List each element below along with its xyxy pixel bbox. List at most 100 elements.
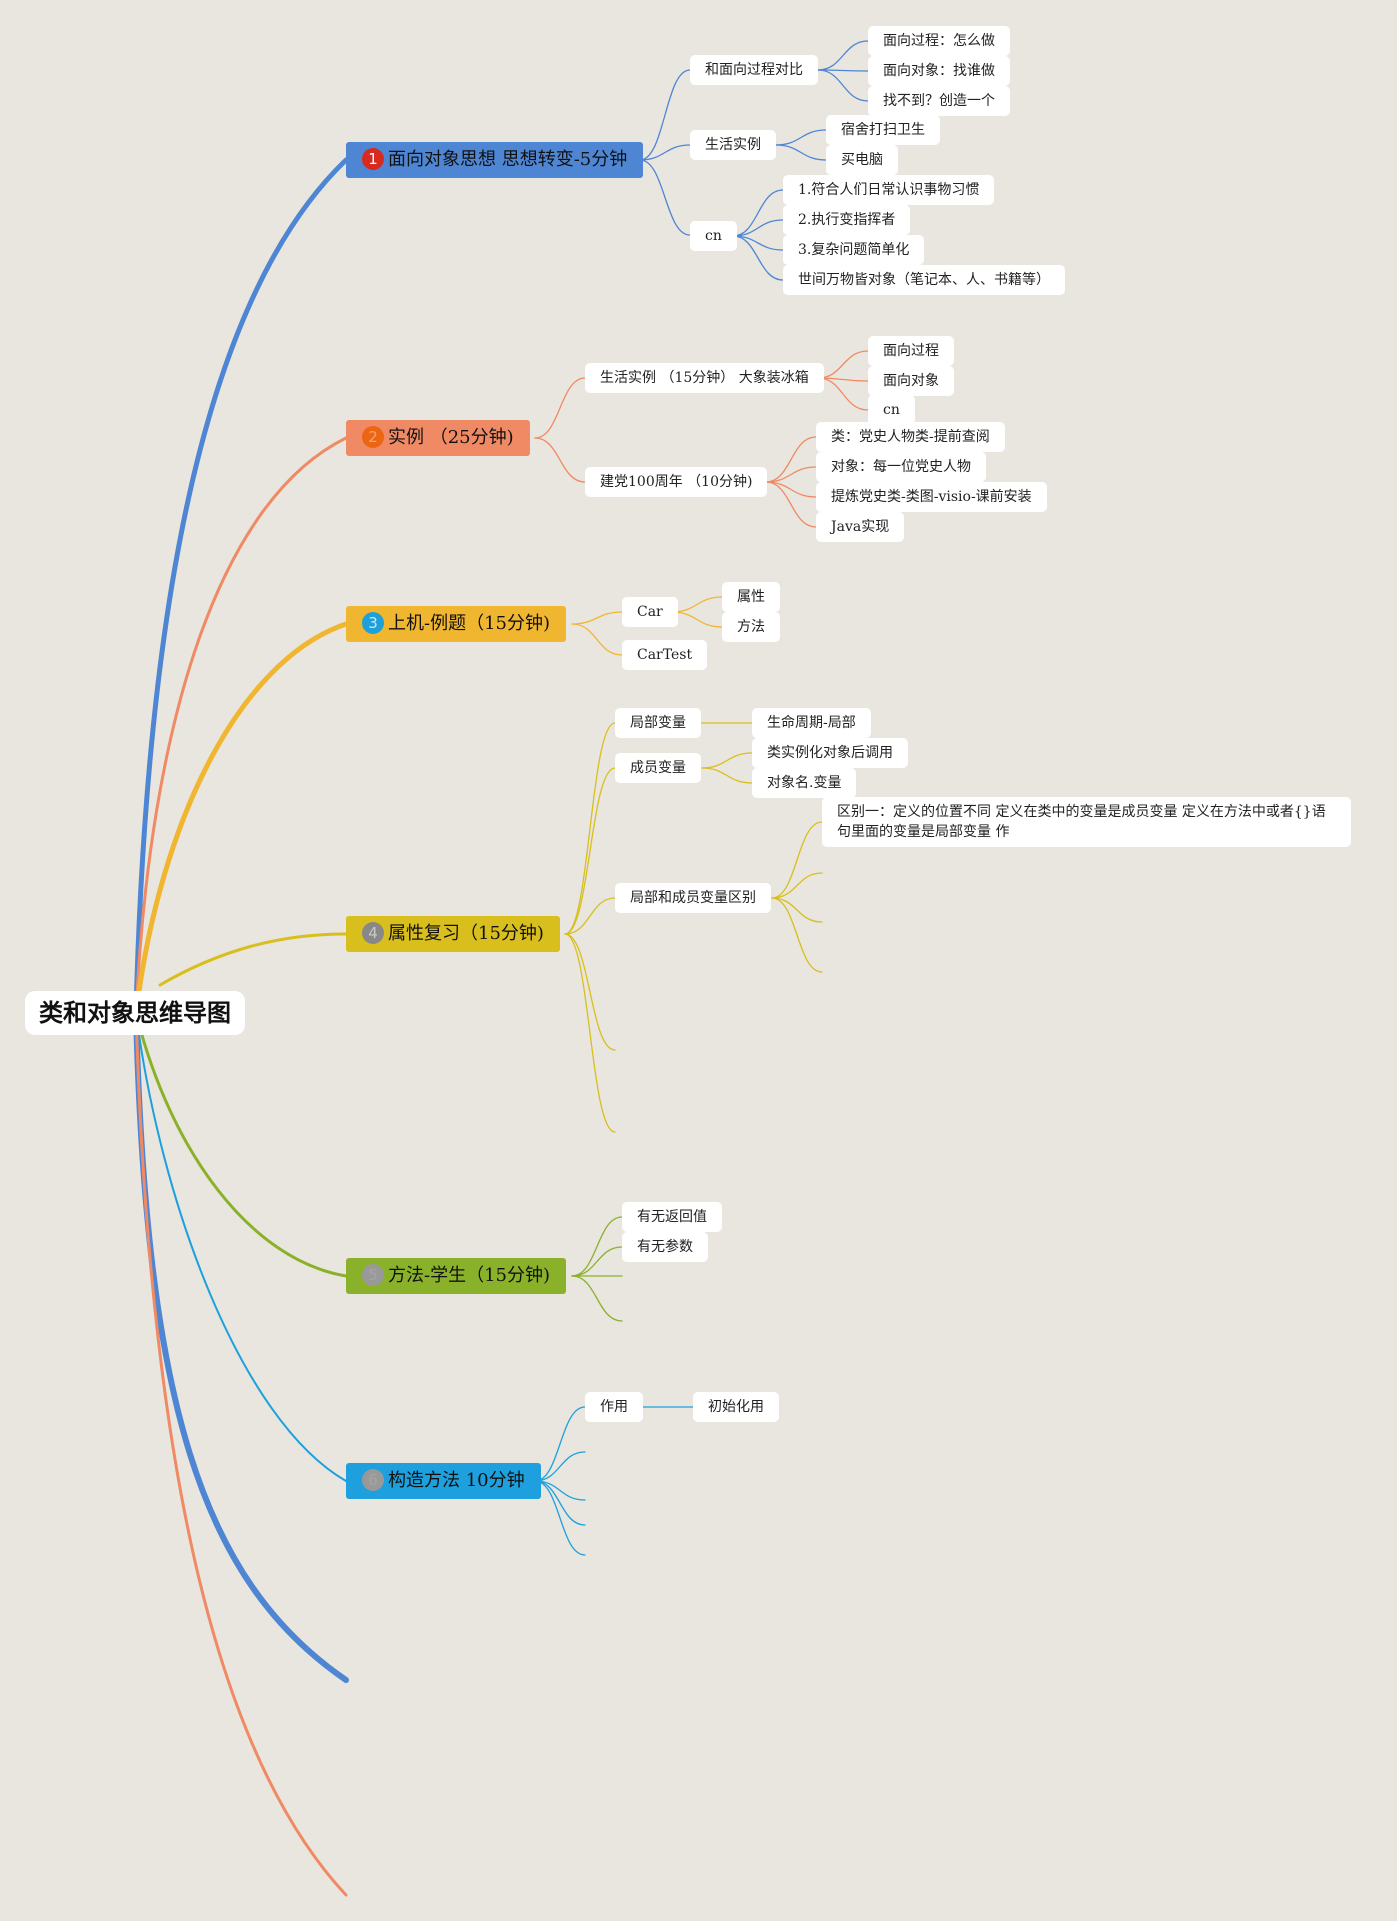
connector-line xyxy=(732,189,784,237)
leaf-procedural[interactable]: 面向过程 xyxy=(868,336,954,366)
number-6-icon: 6 xyxy=(362,1469,384,1491)
connector-line xyxy=(775,144,827,161)
trunk-line-5 xyxy=(134,1011,348,1278)
leaf-lifecycle-local[interactable]: 生命周期-局部 xyxy=(752,708,871,738)
trunk-line-4 xyxy=(158,932,348,987)
leaf-attribute[interactable]: 属性 xyxy=(722,582,780,612)
subtopic-life-example[interactable]: 生活实例 xyxy=(690,130,776,160)
root-topic[interactable]: 类和对象思维导图 xyxy=(25,991,245,1035)
number-1-icon: 1 xyxy=(362,148,384,170)
leaf-class-figures[interactable]: 类：党史人物类-提前查阅 xyxy=(816,422,1005,452)
connector-line xyxy=(564,767,616,935)
leaf-oop-who[interactable]: 面向对象：找谁做 xyxy=(868,56,1010,86)
leaf-procedural-how[interactable]: 面向过程：怎么做 xyxy=(868,26,1010,56)
connector-line xyxy=(732,219,784,237)
branch-2-label: 实例 （25分钟) xyxy=(388,427,514,448)
subtopic-label: 建党100周年 （10分钟) xyxy=(600,474,753,490)
subtopic-cartest[interactable]: CarTest xyxy=(622,640,708,670)
leaf-label: 买电脑 xyxy=(841,152,883,168)
subtopic-compare-procedural[interactable]: 和面向过程对比 xyxy=(690,55,818,85)
connector-line xyxy=(534,377,586,439)
connector-line xyxy=(771,897,823,973)
trunk-line-extra-2 xyxy=(134,1011,348,1897)
branch-6-label: 构造方法 10分钟 xyxy=(388,1470,525,1491)
leaf-create-one[interactable]: 找不到？创造一个 xyxy=(868,86,1010,116)
connector-line xyxy=(564,933,616,1051)
leaf-dorm-cleaning[interactable]: 宿舍打扫卫生 xyxy=(826,115,940,145)
leaf-call-after-instantiation[interactable]: 类实例化对象后调用 xyxy=(752,738,908,768)
subtopic-label: 作用 xyxy=(600,1399,628,1415)
connector-line xyxy=(534,1451,586,1482)
connector-line xyxy=(765,481,817,528)
trunk-line-3 xyxy=(133,621,349,1016)
connector-line xyxy=(571,1216,623,1277)
leaf-label: 宿舍打扫卫生 xyxy=(841,122,925,138)
subtopic-car[interactable]: Car xyxy=(622,597,678,627)
leaf-label: 类：党史人物类-提前查阅 xyxy=(831,429,990,445)
connector-line xyxy=(771,872,823,899)
connector-line xyxy=(701,767,753,784)
leaf-label: 生命周期-局部 xyxy=(767,715,856,731)
leaf-difference-one[interactable]: 区别一：定义的位置不同 定义在类中的变量是成员变量 定义在方法中或者{}语句里面… xyxy=(822,797,1351,847)
connector-line xyxy=(775,129,827,146)
branch-3-label: 上机-例题（15分钟) xyxy=(388,613,551,634)
subtopic-local-vs-member[interactable]: 局部和成员变量区别 xyxy=(615,883,771,913)
connector-line xyxy=(771,897,823,923)
trunk-line-6 xyxy=(135,1012,347,1482)
connector-line xyxy=(534,1480,586,1526)
leaf-object-figure[interactable]: 对象：每一位党史人物 xyxy=(816,452,986,482)
connector-line xyxy=(701,752,753,769)
leaf-label: 初始化用 xyxy=(708,1399,764,1415)
connector-line xyxy=(571,1275,623,1322)
connector-line xyxy=(534,1406,586,1482)
subtopic-member-variable[interactable]: 成员变量 xyxy=(615,753,701,783)
leaf-label: 提炼党史类-类图-visio-课前安装 xyxy=(831,489,1032,505)
leaf-label: 面向对象 xyxy=(883,373,939,389)
subtopic-label: CarTest xyxy=(637,647,693,663)
leaf-label: 对象：每一位党史人物 xyxy=(831,459,971,475)
leaf-cn-1[interactable]: 1.符合人们日常认识事物习惯 xyxy=(783,175,995,205)
subtopic-parameters[interactable]: 有无参数 xyxy=(622,1232,708,1262)
leaf-label: Java实现 xyxy=(831,519,890,535)
connector-line xyxy=(534,437,586,483)
leaf-cn-3[interactable]: 3.复杂问题简单化 xyxy=(783,235,925,265)
leaf-label: 区别一：定义的位置不同 定义在类中的变量是成员变量 定义在方法中或者{}语句里面… xyxy=(837,804,1326,840)
leaf-cn-4[interactable]: 世间万物皆对象（笔记本、人、书籍等） xyxy=(783,265,1065,295)
leaf-buy-computer[interactable]: 买电脑 xyxy=(826,145,898,175)
subtopic-local-variable[interactable]: 局部变量 xyxy=(615,708,701,738)
leaf-label: 2.执行变指挥者 xyxy=(798,212,896,228)
subtopic-purpose[interactable]: 作用 xyxy=(585,1392,643,1422)
leaf-cn-2[interactable]: 2.执行变指挥者 xyxy=(783,205,911,235)
leaf-label: 3.复杂问题简单化 xyxy=(798,242,910,258)
leaf-initialization[interactable]: 初始化用 xyxy=(693,1392,779,1422)
connector-line xyxy=(564,897,616,935)
connector-line xyxy=(765,436,817,483)
leaf-class-diagram[interactable]: 提炼党史类-类图-visio-课前安装 xyxy=(816,482,1047,512)
subtopic-label: 和面向过程对比 xyxy=(705,62,803,78)
number-2-icon: 2 xyxy=(362,426,384,448)
leaf-cn[interactable]: cn xyxy=(868,395,915,425)
subtopic-elephant-fridge[interactable]: 生活实例 （15分钟） 大象装冰箱 xyxy=(585,363,824,393)
leaf-method[interactable]: 方法 xyxy=(722,612,780,642)
subtopic-return-value[interactable]: 有无返回值 xyxy=(622,1202,722,1232)
connector-line xyxy=(571,611,623,625)
subtopic-cn[interactable]: cn xyxy=(690,221,737,251)
leaf-java-impl[interactable]: Java实现 xyxy=(816,512,905,542)
subtopic-party-100[interactable]: 建党100周年 （10分钟) xyxy=(585,467,768,497)
subtopic-label: 成员变量 xyxy=(630,760,686,776)
root-topic-label: 类和对象思维导图 xyxy=(39,999,231,1027)
subtopic-label: cn xyxy=(705,228,722,244)
connector-line xyxy=(817,69,869,102)
connector-line xyxy=(817,350,869,379)
leaf-object-dot-variable[interactable]: 对象名.变量 xyxy=(752,768,857,798)
leaf-label: 世间万物皆对象（笔记本、人、书籍等） xyxy=(798,272,1050,288)
leaf-object-oriented[interactable]: 面向对象 xyxy=(868,366,954,396)
leaf-label: 面向对象：找谁做 xyxy=(883,63,995,79)
subtopic-label: 生活实例 xyxy=(705,137,761,153)
